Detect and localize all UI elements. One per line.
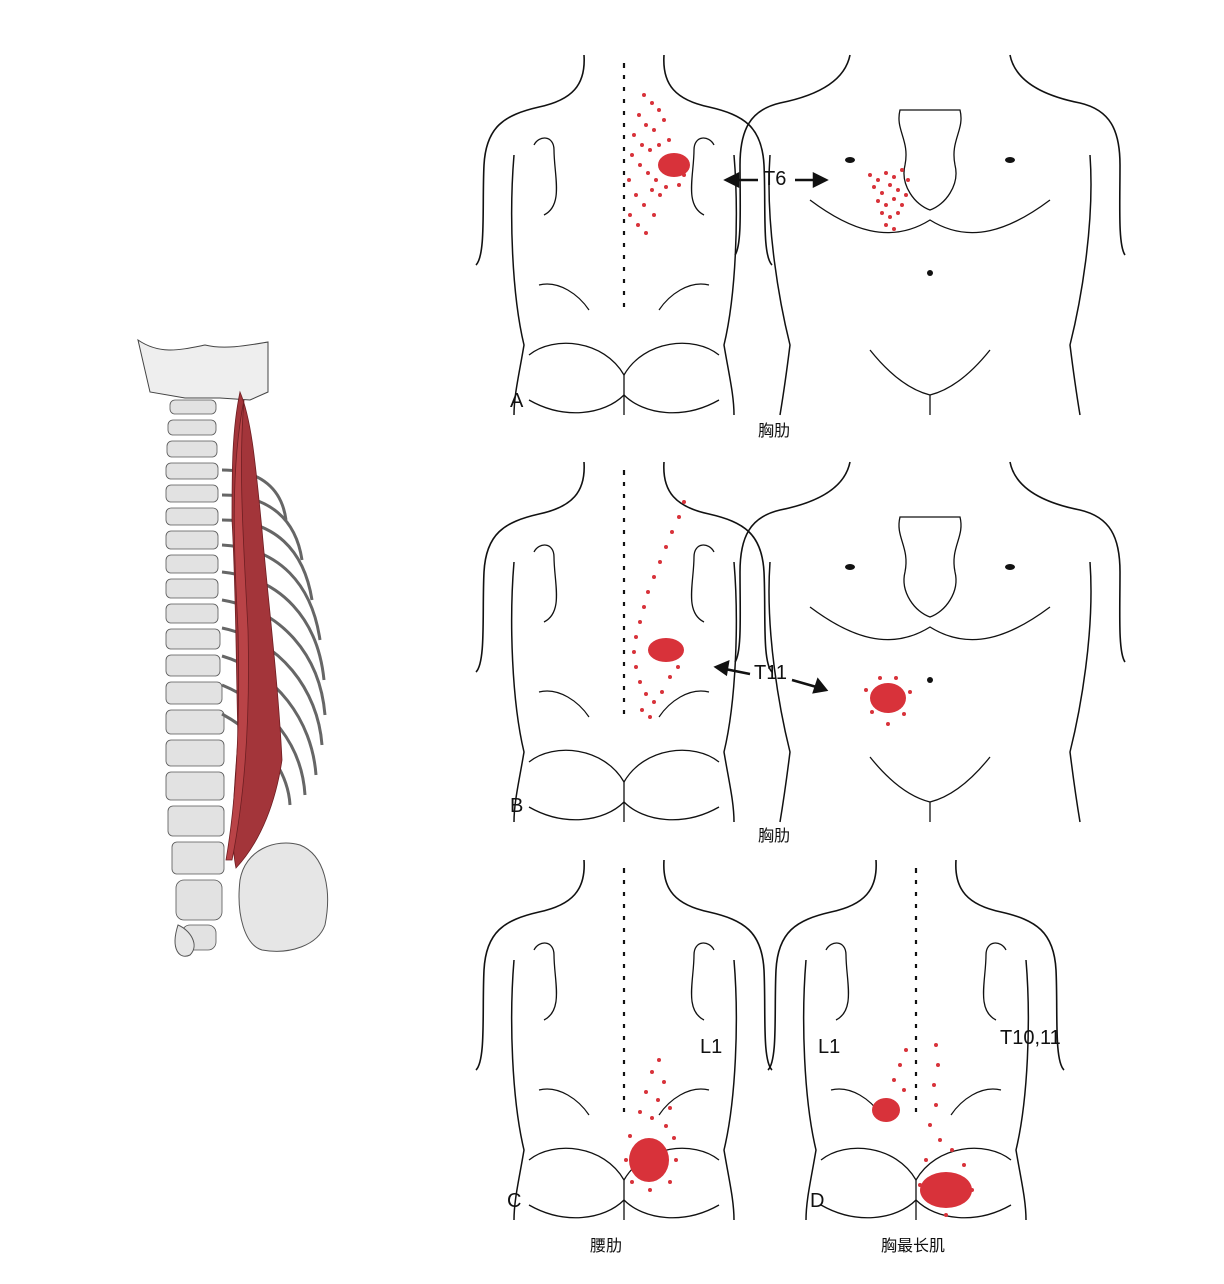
level-label-A: T6	[763, 168, 787, 190]
panel-C-back-view	[475, 859, 773, 1221]
pelvis	[174, 842, 328, 957]
level-label-D-right: T10,11	[1000, 1027, 1061, 1049]
referral-pattern-C-back	[624, 1058, 678, 1192]
caption-D: 胸最长肌	[881, 1238, 946, 1255]
panel-label-A: A	[510, 390, 524, 412]
referral-pattern-D-back	[872, 1043, 974, 1217]
panel-label-D: D	[810, 1190, 825, 1212]
caption-B: 胸肋	[758, 828, 791, 845]
longissimus-muscle-icon	[225, 390, 283, 869]
spine-muscle-illustration	[137, 338, 328, 957]
level-label-B: T11	[754, 662, 787, 684]
panel-label-C: C	[507, 1190, 522, 1212]
caption-A: 胸肋	[758, 423, 791, 440]
level-label-D-left: L1	[818, 1036, 841, 1058]
referral-pattern-B-back	[632, 500, 686, 719]
vertebral-column	[165, 399, 225, 951]
referral-pattern-B-front	[864, 676, 912, 726]
panel-label-B: B	[510, 795, 524, 817]
level-arrows-B	[713, 659, 829, 694]
caption-C: 腰肋	[590, 1238, 623, 1255]
panel-B-front-view	[734, 461, 1126, 823]
level-arrows-A	[723, 171, 829, 189]
referral-pattern-A-front	[868, 168, 910, 231]
panel-A-front-view	[734, 54, 1126, 416]
level-label-C: L1	[700, 1036, 723, 1058]
panel-B-back-view	[475, 461, 773, 823]
panel-A-back-view	[475, 54, 773, 416]
referral-pattern-A-back	[627, 93, 690, 235]
panel-D-back-view	[767, 859, 1065, 1221]
